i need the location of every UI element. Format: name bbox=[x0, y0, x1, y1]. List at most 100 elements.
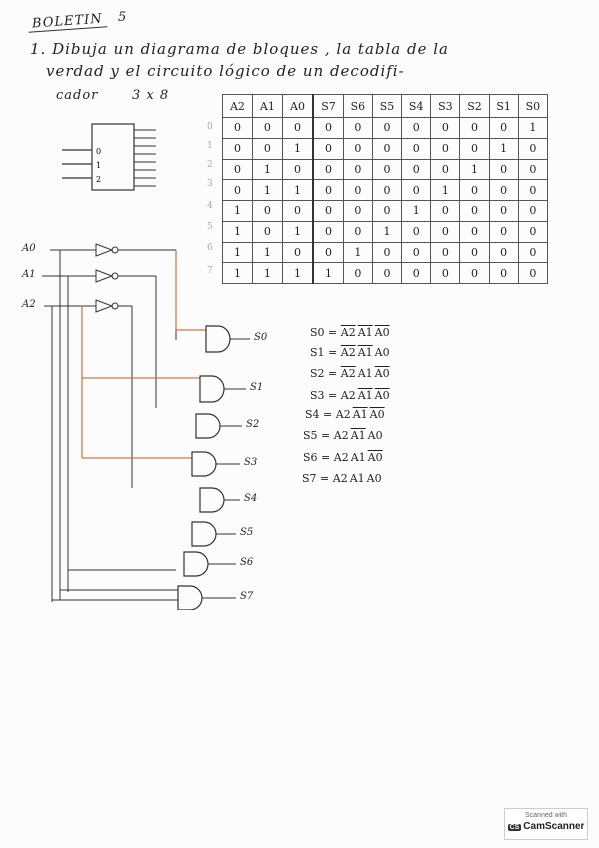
and-gate-s5 bbox=[191, 521, 217, 547]
table-cell: 0 bbox=[517, 200, 549, 222]
equation-term: A1 bbox=[357, 389, 373, 402]
logic-circuit bbox=[42, 243, 250, 610]
equation-term: A1 bbox=[349, 472, 365, 485]
table-cell: 0 bbox=[342, 220, 373, 243]
table-cell: 0 bbox=[312, 220, 344, 243]
row-index: 1 bbox=[207, 141, 213, 151]
table-cell: 0 bbox=[488, 220, 519, 243]
table-cell: 1 bbox=[251, 262, 283, 284]
equation-lhs: S6 = bbox=[303, 451, 334, 464]
truth-table-header-cell: S7 bbox=[312, 94, 344, 118]
title-number: 5 bbox=[118, 10, 127, 25]
row-index: 0 bbox=[207, 122, 213, 132]
output-label-s1: S1 bbox=[250, 382, 264, 393]
table-cell: 0 bbox=[281, 200, 314, 222]
table-cell: 0 bbox=[459, 137, 490, 160]
table-cell: 1 bbox=[488, 137, 519, 160]
output-label-s6: S6 bbox=[240, 557, 254, 568]
equation-lhs: S1 = bbox=[310, 346, 341, 359]
and-gate-s0 bbox=[205, 325, 231, 353]
equation-lhs: S3 = bbox=[310, 389, 341, 402]
table-cell: 0 bbox=[342, 158, 373, 181]
table-cell: 0 bbox=[488, 158, 519, 181]
equation-term: A2 bbox=[333, 429, 349, 442]
title-text: BOLETIN bbox=[31, 11, 104, 32]
equation-term: A2 bbox=[340, 367, 356, 380]
table-cell: 1 bbox=[281, 137, 314, 160]
equation-term: A1 bbox=[357, 346, 373, 359]
table-cell: 1 bbox=[251, 179, 283, 201]
equation-lhs: S2 = bbox=[310, 367, 341, 380]
table-cell: 0 bbox=[371, 117, 403, 139]
and-gate-s4 bbox=[199, 487, 225, 513]
equation-term: A1 bbox=[357, 367, 373, 380]
table-cell: 1 bbox=[281, 179, 314, 201]
page-title: BOLETIN bbox=[27, 11, 108, 33]
table-cell: 0 bbox=[517, 262, 549, 284]
table-cell: 0 bbox=[430, 137, 461, 160]
table-cell: 0 bbox=[459, 117, 490, 139]
table-cell: 0 bbox=[488, 262, 519, 284]
truth-table-header-cell: A2 bbox=[222, 94, 253, 118]
table-cell: 0 bbox=[342, 137, 373, 160]
table-cell: 1 bbox=[401, 200, 432, 222]
task-line-2: verdad y el circuito lógico de un decodi… bbox=[46, 62, 405, 80]
table-cell: 0 bbox=[488, 200, 519, 222]
table-cell: 0 bbox=[371, 158, 403, 181]
output-label-s4: S4 bbox=[244, 493, 258, 504]
input-label-a2: A2 bbox=[22, 299, 36, 310]
equation-term: A1 bbox=[350, 429, 366, 442]
table-cell: 0 bbox=[342, 179, 373, 201]
task-size: 3 x 8 bbox=[132, 88, 170, 103]
camscanner-logo-icon: CS bbox=[507, 824, 522, 831]
equation-term: A2 bbox=[332, 472, 348, 485]
table-cell: 0 bbox=[342, 200, 373, 222]
table-cell: 0 bbox=[430, 241, 461, 264]
table-cell: 0 bbox=[488, 179, 519, 201]
and-gate-s1 bbox=[199, 375, 225, 403]
truth-table-header-cell: S3 bbox=[430, 94, 461, 118]
equation-lhs: S5 = bbox=[303, 429, 334, 442]
table-cell: 1 bbox=[251, 158, 283, 181]
table-cell: 0 bbox=[222, 158, 253, 181]
table-cell: 0 bbox=[401, 220, 432, 243]
table-cell: 0 bbox=[281, 158, 314, 181]
and-gate-s7 bbox=[177, 585, 203, 610]
table-cell: 0 bbox=[430, 117, 461, 139]
table-cell: 0 bbox=[401, 158, 432, 181]
table-cell: 0 bbox=[517, 158, 549, 181]
equation-term: A0 bbox=[366, 472, 382, 485]
table-cell: 0 bbox=[281, 117, 314, 139]
table-cell: 0 bbox=[459, 179, 490, 201]
table-cell: 0 bbox=[430, 220, 461, 243]
table-cell: 0 bbox=[251, 137, 283, 160]
row-index: 4 bbox=[207, 201, 213, 211]
equation-lhs: S7 = bbox=[302, 472, 333, 485]
block-input-2: 2 bbox=[96, 175, 101, 184]
equation-term: A0 bbox=[374, 346, 390, 359]
input-label-a0: A0 bbox=[22, 243, 36, 254]
table-cell: 1 bbox=[517, 117, 549, 139]
output-label-s7: S7 bbox=[240, 591, 254, 602]
row-index: 2 bbox=[207, 160, 213, 170]
table-cell: 0 bbox=[459, 262, 490, 284]
watermark-top-text: Scanned with bbox=[524, 812, 568, 819]
table-cell: 0 bbox=[488, 241, 519, 264]
table-cell: 0 bbox=[371, 179, 403, 201]
table-cell: 0 bbox=[401, 117, 432, 139]
truth-table-header-cell: S4 bbox=[401, 94, 432, 118]
truth-table-header-cell: A1 bbox=[251, 94, 283, 118]
highlight-wires bbox=[81, 250, 206, 459]
table-cell: 1 bbox=[312, 262, 344, 284]
block-input-0: 0 bbox=[96, 147, 101, 156]
